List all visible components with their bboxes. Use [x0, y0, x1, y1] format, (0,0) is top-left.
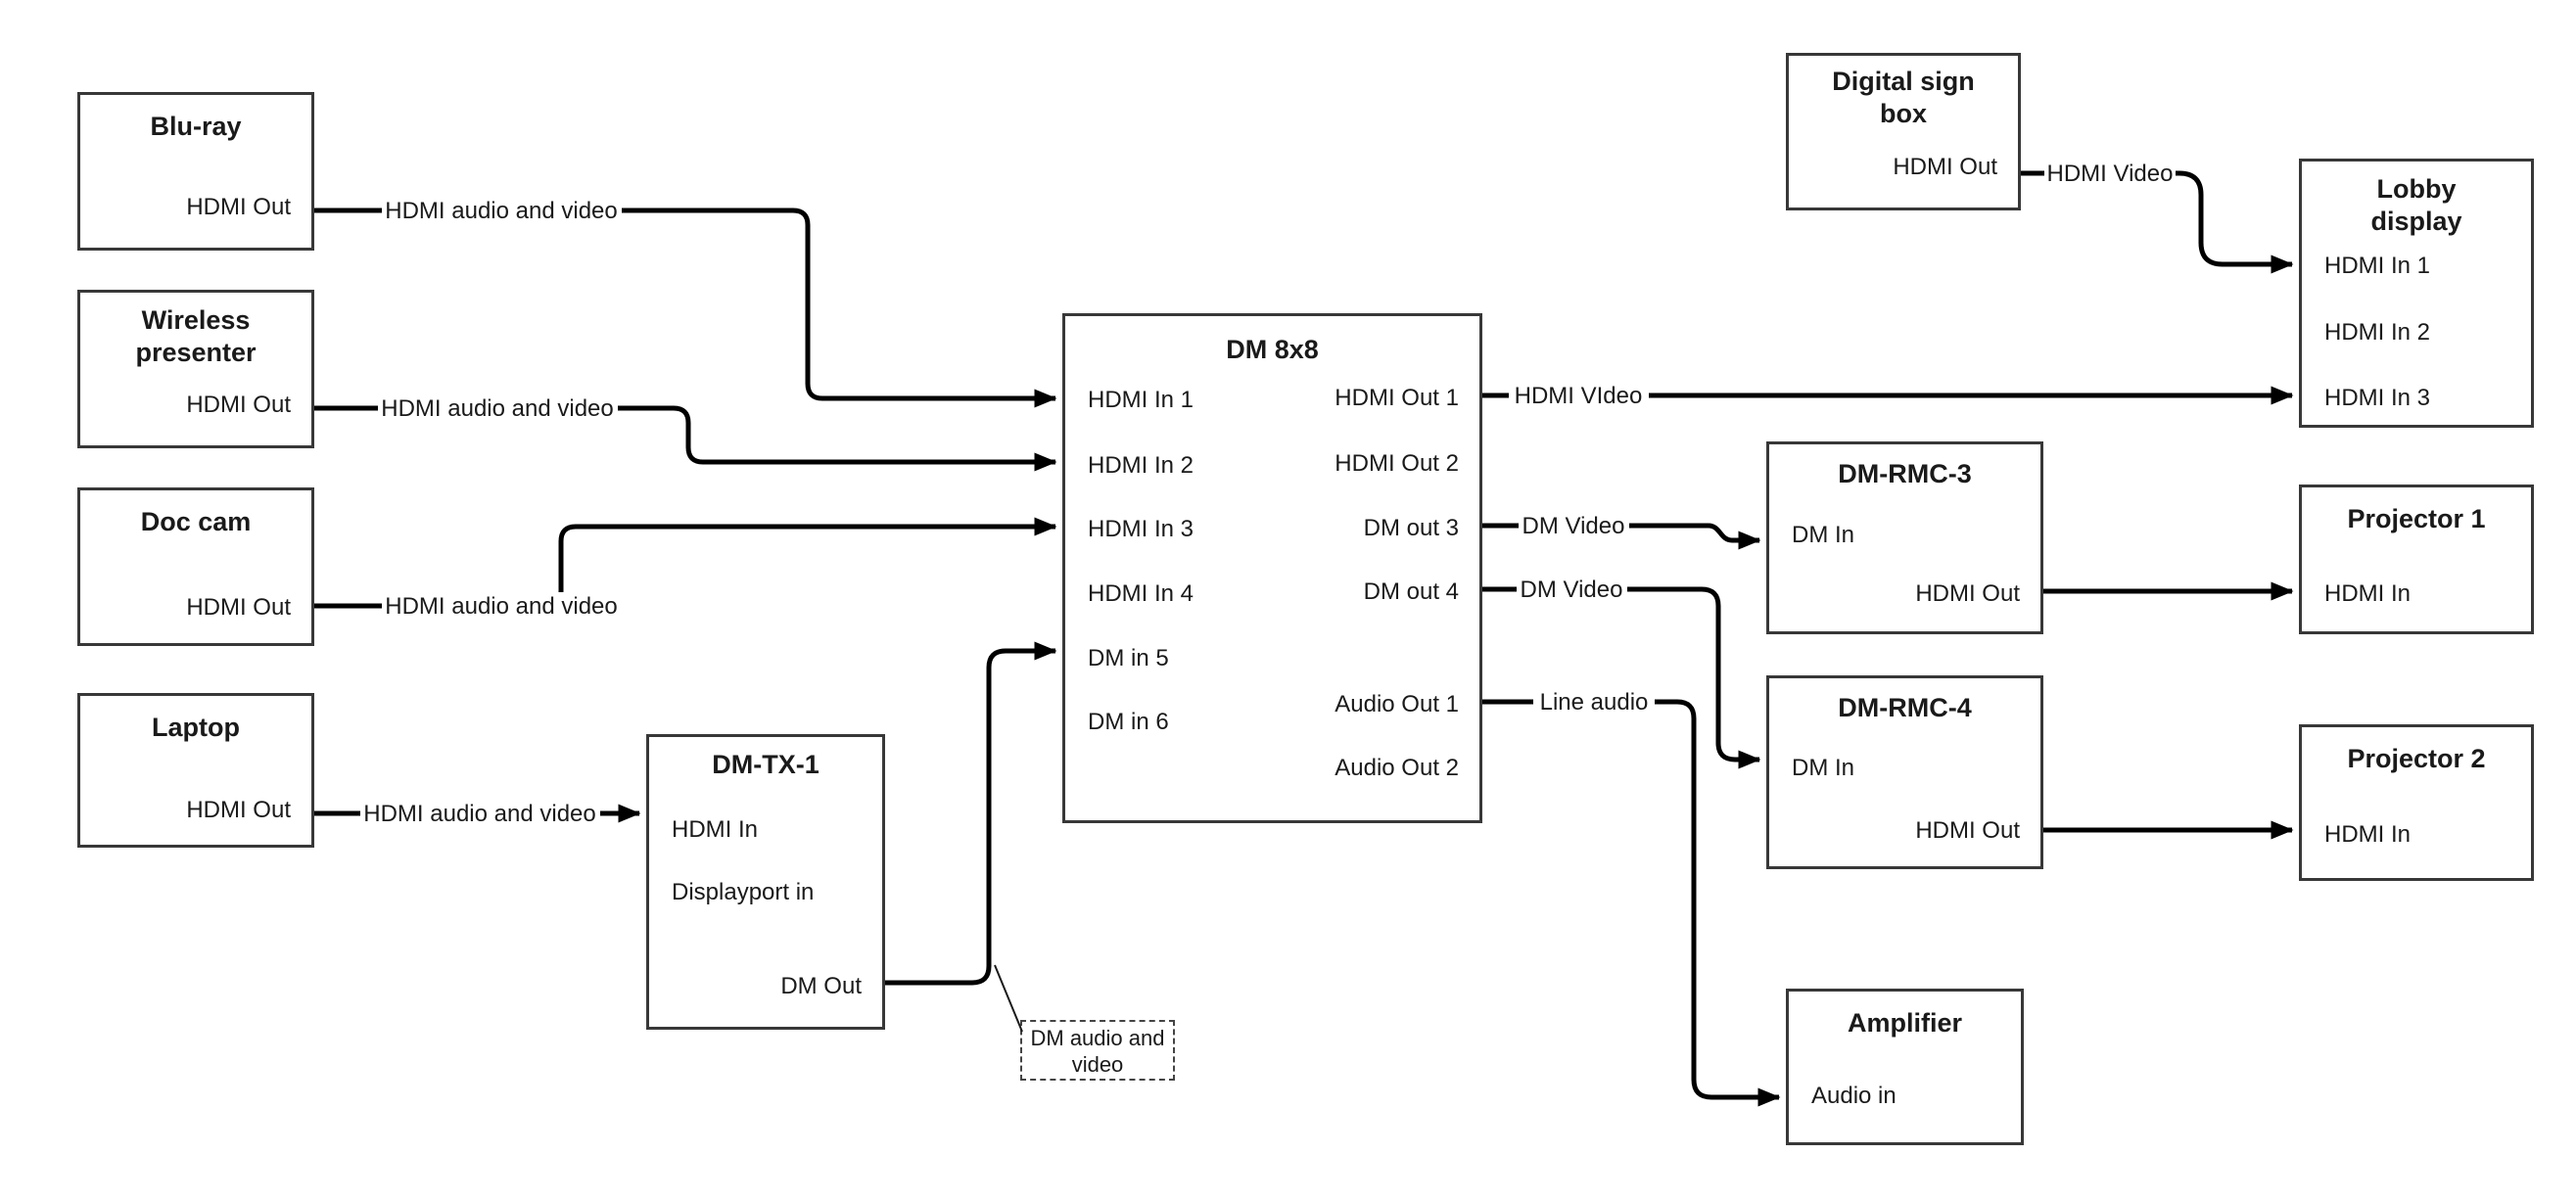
port-label: HDMI Out 1: [1335, 385, 1459, 411]
node-title: Laptop: [152, 713, 240, 742]
svg-text:HDMI audio and video: HDMI audio and video: [381, 395, 613, 422]
port-label: HDMI Out: [186, 194, 291, 220]
node-dm-rmc-4: DM-RMC-4 DM In HDMI Out: [1766, 675, 2043, 869]
port-label: DM Out: [780, 973, 862, 999]
node-projector-1: Projector 1 HDMI In: [2299, 485, 2534, 634]
node-title: DM-RMC-4: [1838, 693, 1972, 722]
port-label: DM in 5: [1088, 645, 1169, 671]
node-digital-sign-box: Digital sign box HDMI Out: [1786, 53, 2021, 210]
wire-label-laptop: HDMI audio and video: [360, 800, 600, 827]
node-amplifier: Amplifier Audio in: [1786, 989, 2024, 1145]
port-label: HDMI Out: [186, 392, 291, 418]
node-title: Doc cam: [140, 507, 252, 536]
port-label: DM in 6: [1088, 709, 1169, 735]
node-dm-tx-1: DM-TX-1 HDMI In Displayport in DM Out: [646, 734, 885, 1030]
node-title: Wireless presenter: [135, 305, 257, 367]
port-label: DM In: [1792, 522, 1855, 548]
svg-text:DM Video: DM Video: [1522, 513, 1625, 539]
port-label: HDMI Out: [186, 797, 291, 823]
svg-text:HDMI audio and video: HDMI audio and video: [385, 593, 617, 620]
wire-bluray-to-dm8x8-in1: [314, 208, 1057, 408]
port-label: Displayport in: [672, 879, 815, 905]
port-label: Audio Out 1: [1335, 691, 1459, 717]
node-title: Lobby display: [2370, 174, 2462, 236]
wire-doccam-to-dm8x8-in3: [314, 517, 1057, 609]
port-label: DM out 4: [1363, 578, 1459, 605]
wire-wireless-to-dm8x8-in2: [314, 405, 1057, 472]
node-bluray: Blu-ray HDMI Out: [77, 92, 314, 251]
port-label: HDMI Out 2: [1335, 450, 1459, 477]
node-title: Projector 1: [2347, 504, 2486, 533]
node-title: Digital sign box: [1832, 67, 1975, 128]
callout-leader-line: [994, 964, 1023, 1033]
wire-label-hdmi-video-lobby: HDMI VIdeo: [1509, 382, 1649, 409]
port-label: HDMI In 3: [1088, 516, 1194, 542]
port-label: HDMI In 2: [1088, 452, 1194, 479]
port-label: HDMI Out: [1893, 154, 1997, 180]
node-title: Blu-ray: [150, 112, 242, 141]
svg-text:HDMI audio and video: HDMI audio and video: [385, 198, 617, 224]
port-label: HDMI In 2: [2324, 319, 2431, 346]
wire-label-bluray: HDMI audio and video: [382, 197, 622, 224]
wire-label-line-audio: Line audio: [1533, 688, 1655, 716]
port-label: HDMI In 1: [2324, 253, 2431, 279]
node-title: Projector 2: [2347, 744, 2486, 773]
port-label: Audio Out 2: [1335, 755, 1459, 781]
wire-label-dm-video-3: DM Video: [1519, 512, 1629, 539]
wire-dm8x8-out4-to-dmrmc4: [1482, 586, 1761, 769]
port-label: HDMI In: [672, 816, 759, 843]
svg-text:HDMI Video: HDMI Video: [2047, 161, 2174, 187]
svg-text:Line audio: Line audio: [1540, 689, 1649, 716]
node-doc-cam: Doc cam HDMI Out: [77, 487, 314, 646]
port-label: HDMI In: [2324, 821, 2412, 848]
node-title: DM 8x8: [1226, 335, 1319, 364]
wire-label-sign-video: HDMI Video: [2044, 160, 2176, 187]
node-wireless-presenter: Wireless presenter HDMI Out: [77, 290, 314, 448]
wire-dmtx1-to-dm8x8-in5: [885, 641, 1057, 986]
node-lobby-display: Lobby display HDMI In 1 HDMI In 2 HDMI I…: [2299, 159, 2534, 428]
node-title: Amplifier: [1847, 1008, 1963, 1038]
wire-label-doccam: HDMI audio and video: [382, 592, 622, 620]
wire-label-wireless: HDMI audio and video: [378, 394, 618, 422]
node-projector-2: Projector 2 HDMI In: [2299, 724, 2534, 881]
port-label: HDMI In 1: [1088, 387, 1194, 413]
port-label: Audio in: [1811, 1083, 1897, 1109]
svg-text:HDMI audio and video: HDMI audio and video: [363, 801, 595, 827]
node-dm-rmc-3: DM-RMC-3 DM In HDMI Out: [1766, 441, 2043, 634]
port-label: DM out 3: [1363, 515, 1459, 541]
port-label: HDMI Out: [186, 594, 291, 621]
wire-dm8x8-audio1-to-amplifier: [1482, 699, 1781, 1107]
callout-dm-audio-video: DM audio and video: [1020, 1020, 1175, 1081]
wire-dm8x8-out3-to-dmrmc3: [1482, 523, 1761, 550]
port-label: HDMI Out: [1915, 817, 2020, 844]
wire-digitalsign-to-lobby-in1: [2021, 170, 2294, 274]
port-label: HDMI In 4: [1088, 580, 1194, 607]
node-laptop: Laptop HDMI Out: [77, 693, 314, 848]
node-dm-8x8: DM 8x8 HDMI In 1 HDMI In 2 HDMI In 3 HDM…: [1062, 313, 1482, 823]
svg-text:HDMI VIdeo: HDMI VIdeo: [1515, 383, 1643, 409]
port-label: HDMI In 3: [2324, 385, 2431, 411]
port-label: DM In: [1792, 755, 1855, 781]
wire-label-dm-video-4: DM Video: [1517, 576, 1627, 603]
svg-text:DM Video: DM Video: [1521, 577, 1623, 603]
port-label: HDMI In: [2324, 580, 2412, 607]
port-label: HDMI Out: [1915, 580, 2020, 607]
node-title: DM-TX-1: [712, 750, 820, 779]
node-title: DM-RMC-3: [1838, 459, 1972, 488]
